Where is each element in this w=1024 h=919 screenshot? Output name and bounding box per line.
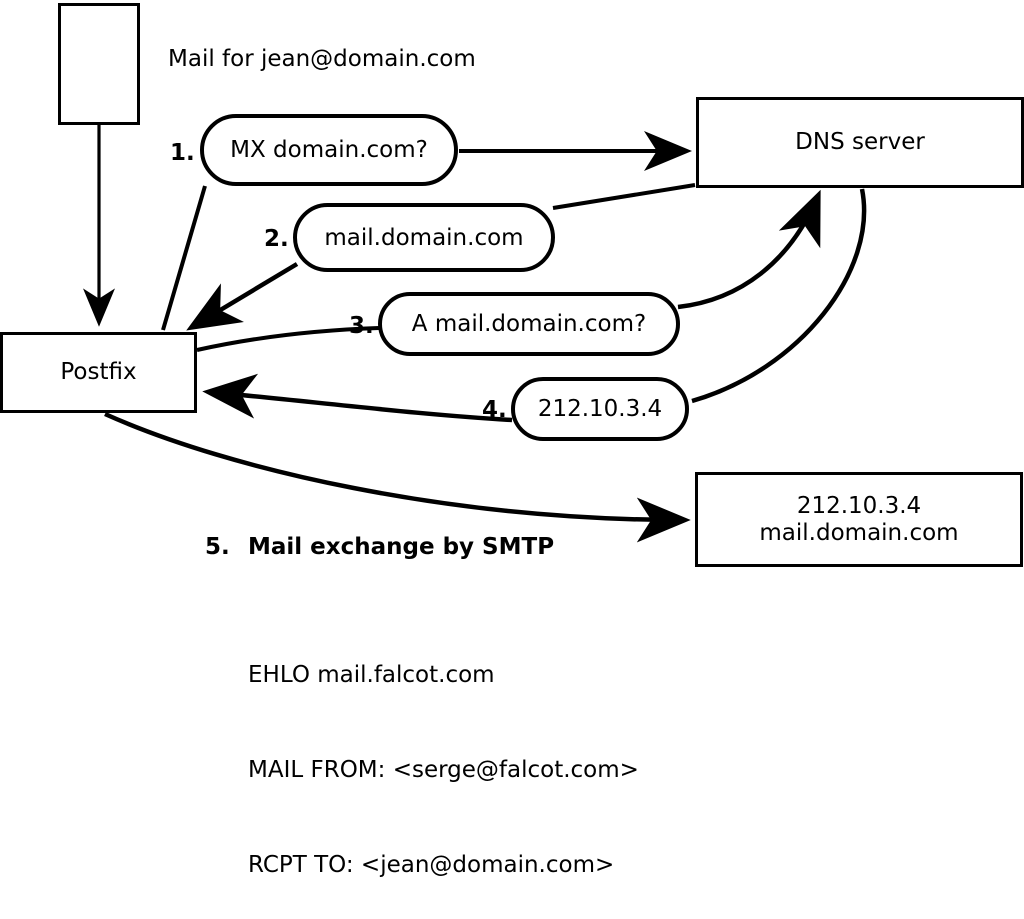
connector-step3-to-dns (677, 189, 821, 310)
message-pill-step-3-text: A mail.domain.com? (411, 311, 647, 337)
message-pill-step-2: mail.domain.com (293, 203, 555, 272)
connector-step4-to-postfix (202, 373, 513, 423)
connector-dns-to-step4 (691, 188, 867, 404)
connector-dns-to-step2 (552, 183, 696, 210)
message-pill-step-1-text: MX domain.com? (230, 137, 428, 163)
step-number-5: 5. (205, 534, 230, 560)
smtp-transcript-line: EHLO mail.falcot.com (248, 662, 495, 689)
smtp-transcript-line: MAIL FROM: <serge@falcot.com> (248, 756, 639, 783)
dns-server-label: DNS server (795, 129, 925, 156)
postfix-label: Postfix (60, 359, 137, 386)
mail-server-box: 212.10.3.4 mail.domain.com (695, 472, 1023, 567)
step-number-3: 3. (349, 313, 374, 339)
mail-server-ip: 212.10.3.4 (796, 492, 922, 519)
message-pill-step-1: MX domain.com? (200, 114, 458, 186)
message-pill-step-3: A mail.domain.com? (378, 292, 680, 356)
step-number-1: 1. (170, 140, 195, 166)
message-pill-step-4: 212.10.3.4 (511, 377, 689, 441)
message-pill-step-4-text: 212.10.3.4 (537, 396, 663, 422)
message-pill-step-2-text: mail.domain.com (324, 224, 524, 251)
step-number-2: 2. (264, 226, 289, 252)
dns-server-box: DNS server (696, 97, 1024, 188)
smtp-transcript-line: RCPT TO: <jean@domain.com> (248, 851, 615, 878)
sender-machine-box (58, 3, 140, 125)
step-number-4: 4. (482, 397, 507, 423)
step-5-label: Mail exchange by SMTP (248, 534, 555, 560)
mail-for-label: Mail for jean@domain.com (168, 46, 476, 72)
connector-step2-to-postfix (186, 262, 299, 331)
mail-server-hostname: mail.domain.com (759, 519, 959, 546)
smtp-transcript: EHLO mail.falcot.com MAIL FROM: <serge@f… (248, 597, 768, 919)
connector-postfix-to-mailserver (104, 411, 691, 543)
connector-postfix-to-step1 (161, 185, 207, 331)
connector-postfix-to-step3 (196, 326, 380, 352)
postfix-box: Postfix (0, 332, 197, 413)
